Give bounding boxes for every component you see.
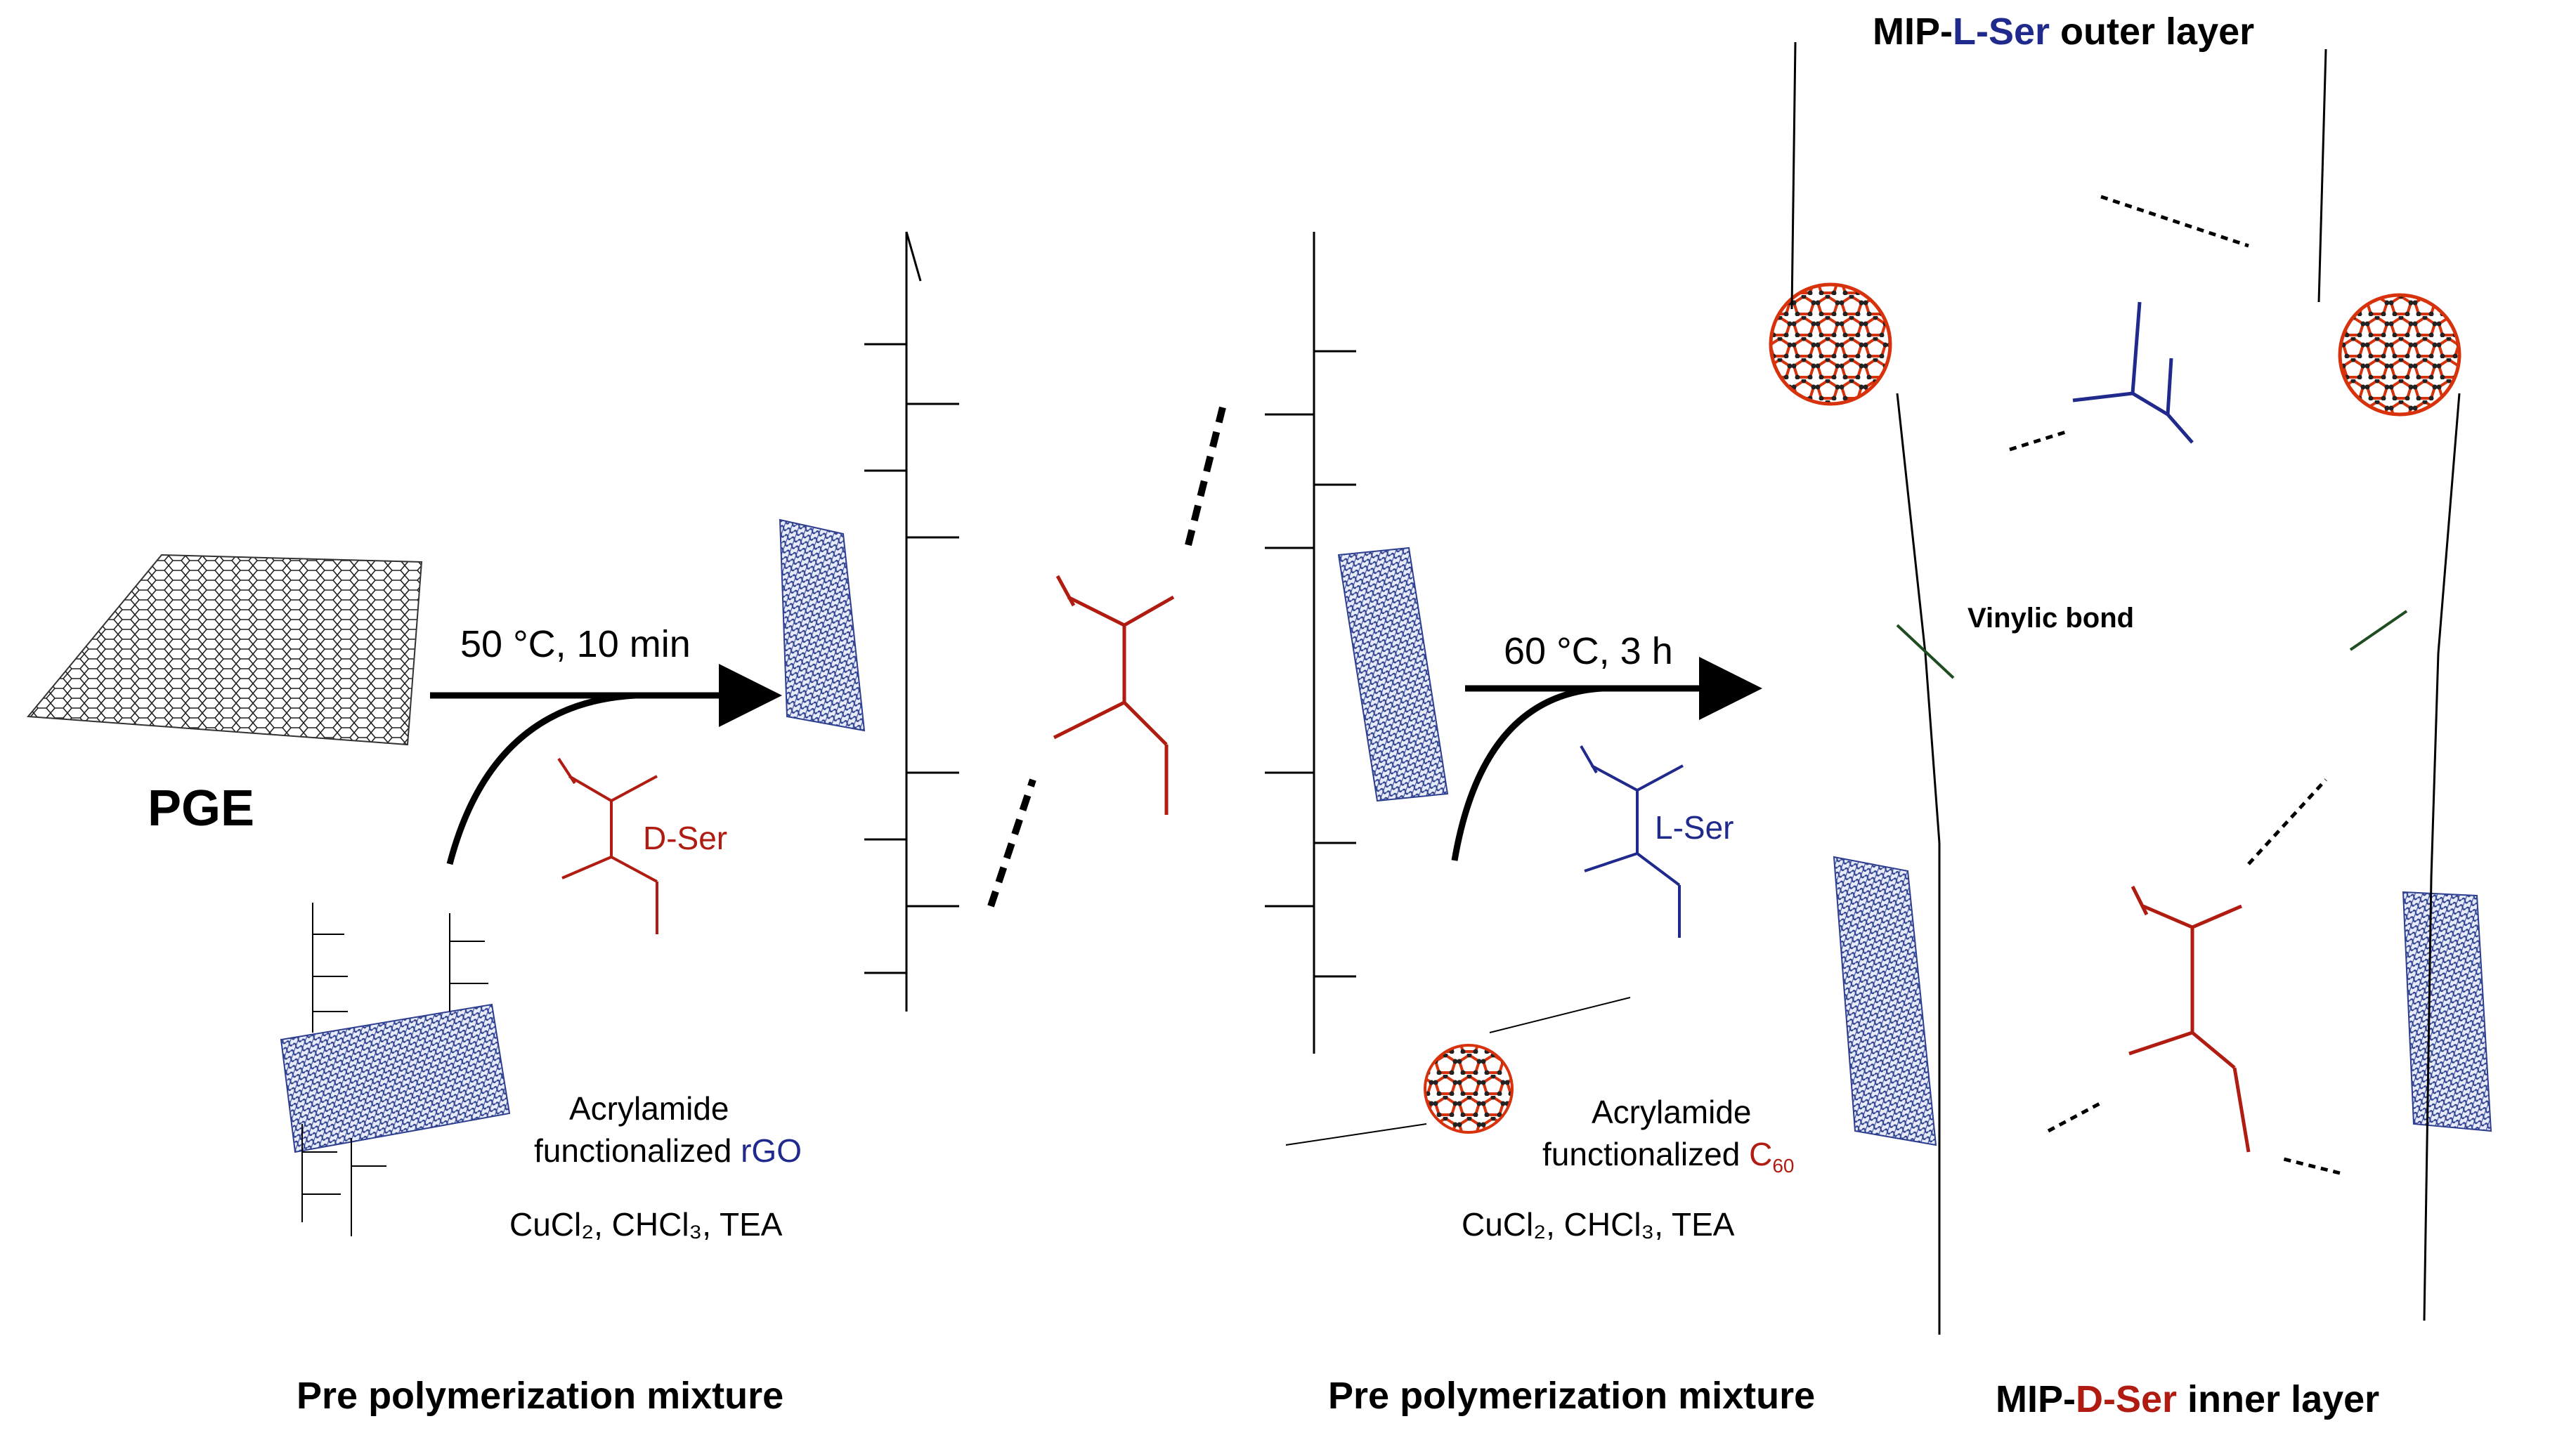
acrylamide-c60-complex bbox=[1285, 997, 1631, 1146]
acrylamide-c60-line2: functionalized C60 bbox=[1542, 1138, 1794, 1176]
c60-subscript: 60 bbox=[1772, 1155, 1795, 1177]
pge-label: PGE bbox=[148, 780, 255, 837]
outer-prefix: MIP- bbox=[1873, 11, 1953, 53]
l-ser-label: L-Ser bbox=[1655, 809, 1734, 846]
outer-l-ser: L-Ser bbox=[1953, 11, 2050, 53]
acrylamide-rgo-line2: functionalized rGO bbox=[534, 1134, 802, 1167]
pre-mix-caption-2: Pre polymerization mixture bbox=[1328, 1375, 1816, 1417]
acrylamide-c60-word: C60 bbox=[1749, 1136, 1794, 1176]
step1-condition: 50 °C, 10 min bbox=[460, 623, 691, 665]
acrylamide-c60-line1: Acrylamide bbox=[1592, 1094, 1752, 1130]
reagents-1: CuCl₂, CHCl₃, TEA bbox=[509, 1206, 783, 1243]
acrylamide-rgo-word: rGO bbox=[741, 1132, 802, 1169]
acrylamide-c60-functionalized: functionalized bbox=[1542, 1136, 1741, 1172]
reaction-arrow-1 bbox=[430, 664, 782, 865]
acrylamide-rgo-functionalized: functionalized bbox=[534, 1132, 732, 1169]
reagents-2: CuCl₂, CHCl₃, TEA bbox=[1462, 1206, 1735, 1243]
acrylamide-rgo-line1: Acrylamide bbox=[569, 1090, 729, 1127]
acrylamide-rgo-complex bbox=[280, 903, 511, 1236]
inner-prefix: MIP- bbox=[1996, 1378, 2076, 1420]
vinylic-bond-label: Vinylic bond bbox=[1967, 603, 2135, 634]
inner-d-ser: D-Ser bbox=[2076, 1378, 2178, 1420]
step2-condition: 60 °C, 3 h bbox=[1504, 630, 1673, 672]
c60-letter: C bbox=[1749, 1136, 1773, 1172]
d-ser-label: D-Ser bbox=[643, 820, 728, 856]
reaction-arrow-2 bbox=[1451, 657, 1762, 861]
mip-structure bbox=[1769, 41, 2492, 1335]
d-ser-molecule-left bbox=[557, 757, 658, 934]
pge-graphene-sheet bbox=[26, 554, 423, 746]
outer-suffix: outer layer bbox=[2050, 11, 2255, 53]
center-complex bbox=[779, 231, 1449, 1054]
pre-mix-caption-1: Pre polymerization mixture bbox=[297, 1375, 784, 1417]
l-ser-molecule-right bbox=[1580, 745, 1684, 938]
inner-suffix: inner layer bbox=[2177, 1378, 2380, 1420]
mip-inner-layer-title: MIP-D-Ser inner layer bbox=[1996, 1380, 2379, 1418]
mip-outer-layer-title: MIP-L-Ser outer layer bbox=[1873, 13, 2254, 51]
